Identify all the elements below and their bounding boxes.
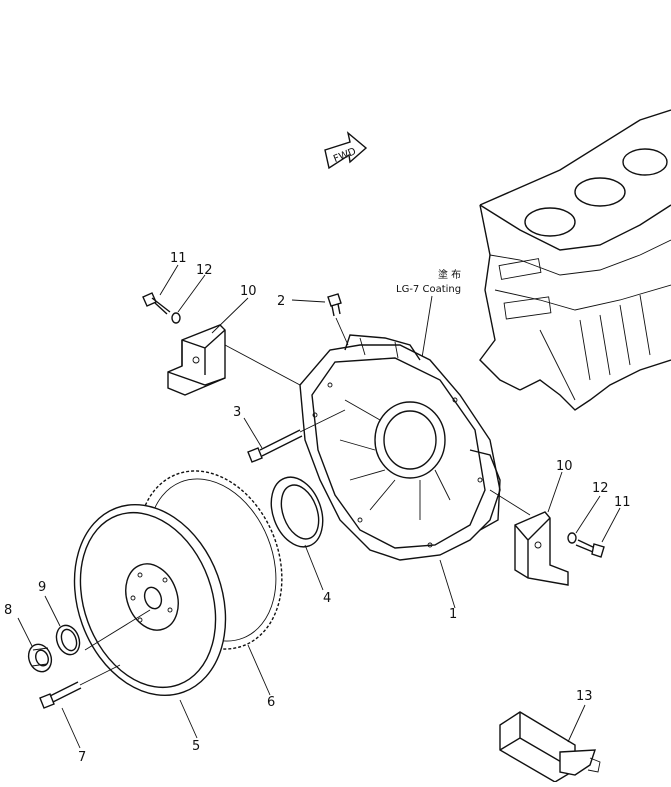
coating-note-jp: 塗 布 <box>438 268 461 281</box>
bolt-11-right <box>575 539 605 558</box>
bracket-right <box>514 511 569 586</box>
bolt-11-left <box>142 292 171 315</box>
callout-8: 8 <box>4 603 12 618</box>
washer-12-right <box>567 532 577 544</box>
callout-11-right: 11 <box>614 495 631 510</box>
snap-ring-9 <box>55 624 81 656</box>
fwd-arrow-icon: FWD <box>324 131 368 170</box>
callout-12-right: 12 <box>592 481 609 496</box>
leader-lines <box>17 264 621 749</box>
callout-1: 1 <box>449 607 457 622</box>
bolt-3 <box>247 429 303 463</box>
callout-13: 13 <box>576 689 593 704</box>
plug-2 <box>327 293 342 317</box>
callout-11-left: 11 <box>170 251 187 266</box>
bearing-8 <box>27 643 53 673</box>
callout-9: 9 <box>38 580 46 595</box>
flywheel-housing <box>299 334 501 561</box>
engine-block <box>479 109 671 411</box>
callout-6: 6 <box>267 695 275 710</box>
callout-4: 4 <box>323 591 331 606</box>
coating-note: LG-7 Coating <box>396 284 461 295</box>
callout-5: 5 <box>192 739 200 754</box>
callout-12-left: 12 <box>196 263 213 278</box>
callout-2: 2 <box>277 294 285 309</box>
callout-3: 3 <box>233 405 241 420</box>
flywheel-5 <box>73 503 227 697</box>
callout-10-right: 10 <box>556 459 573 474</box>
callouts: 1 2 3 4 5 6 7 8 9 10 10 11 11 12 12 13 <box>4 251 631 765</box>
callout-7: 7 <box>78 750 86 765</box>
tool-13 <box>499 711 601 783</box>
washer-12-left <box>171 312 181 324</box>
bolt-7 <box>39 681 82 709</box>
oil-seal-4 <box>270 476 324 548</box>
callout-10-left: 10 <box>240 284 257 299</box>
bracket-left <box>167 324 226 396</box>
